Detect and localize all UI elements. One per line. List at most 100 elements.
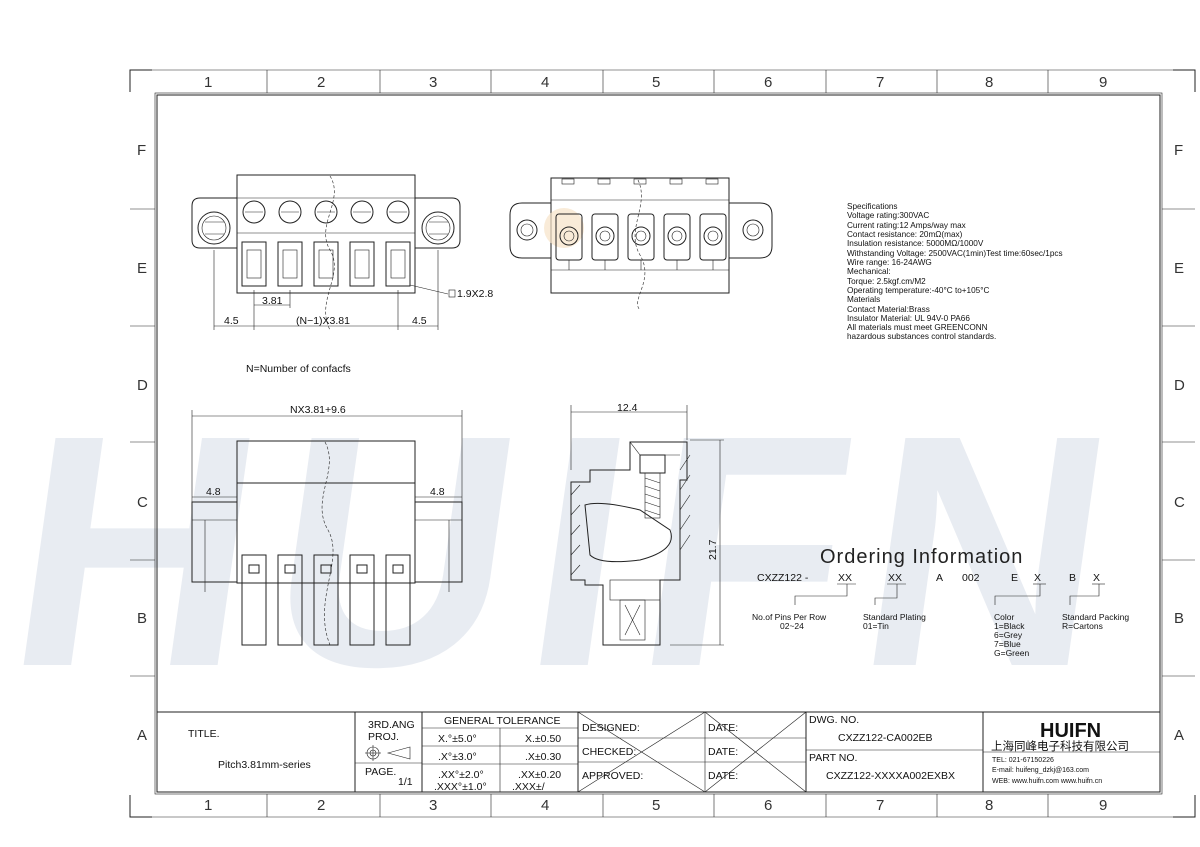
spec-line-12: Insulator Material: UL 94V-0 PA66: [847, 314, 970, 323]
ordering-title: Ordering Information: [820, 546, 1023, 568]
zone-col-9-bottom: 9: [1099, 797, 1107, 814]
spec-line-14: hazardous substances control standards.: [847, 332, 996, 341]
page-value: 1/1: [398, 776, 413, 788]
spec-line-1: Voltage rating:300VAC: [847, 211, 929, 220]
front-screw-heads: [242, 200, 410, 224]
tolerance-angle-1: .X°±3.0°: [438, 751, 477, 763]
spec-line-9: Operating temperature:-40°C to+105°C: [847, 286, 989, 295]
ordering-color-4: G=Green: [994, 648, 1029, 658]
dim-flange-right: 4.8: [430, 486, 445, 498]
spec-line-6: Wire range: 16-24AWG: [847, 258, 932, 267]
ordering-pins-label: No.of Pins Per Row: [752, 612, 827, 622]
ordering-prefix: CXZZ122 -: [757, 572, 809, 584]
dim-pitch: 3.81: [262, 295, 283, 307]
ordering-packing-label: Standard Packing: [1062, 612, 1129, 622]
dwg-no-value: CXZZ122-CA002EB: [838, 732, 933, 744]
checked-date-label: DATE:: [708, 746, 738, 758]
dwg-no-label: DWG. NO.: [809, 714, 859, 726]
zone-col-1-top: 1: [204, 74, 212, 91]
zone-col-3-bottom: 3: [429, 797, 437, 814]
ordering-color-code: X: [1034, 572, 1041, 584]
zone-col-2-top: 2: [317, 74, 325, 91]
top-view: [509, 177, 773, 311]
ordering-e: E: [1011, 572, 1018, 584]
spec-line-11: Contact Material:Brass: [847, 305, 930, 314]
spec-line-0: Specifications: [847, 202, 898, 211]
ordering-color-2: 6=Grey: [994, 630, 1023, 640]
tolerance-linear-2: .XX±0.20: [518, 769, 561, 781]
zone-row-c-left: C: [137, 494, 148, 511]
zone-row-b-right: B: [1174, 610, 1184, 627]
projection-symbol-icon: [365, 745, 411, 761]
top-terminals: [555, 213, 727, 261]
ordering-plating-code: XX: [888, 572, 902, 584]
page-label: PAGE.: [365, 766, 396, 778]
zone-row-e-left: E: [137, 260, 147, 277]
ordering-info: Ordering Information CXZZ122 - XX XX A 0…: [752, 546, 1129, 658]
zone-row-d-right: D: [1174, 377, 1185, 394]
zone-col-6-top: 6: [764, 74, 772, 91]
tolerance-linear-1: .X±0.30: [525, 751, 561, 763]
side-section-view: [570, 405, 724, 646]
dim-span: (N−1)X3.81: [296, 315, 350, 327]
approved-label: APPROVED:: [582, 770, 643, 782]
zone-row-a-right: A: [1174, 727, 1184, 744]
title-block: [157, 711, 1160, 793]
spec-line-5: Withstanding Voltage: 2500VAC(1min)Test …: [847, 249, 1063, 258]
tolerance-linear-3: .XXX±/: [512, 781, 545, 793]
front-wire-entries: [241, 241, 411, 287]
checked-label: CHECKED:: [582, 746, 636, 758]
company-email: E-mail: huifeng_dzkj@163.com: [992, 767, 1089, 774]
specifications-block: Specifications Voltage rating:300VAC Cur…: [847, 202, 1063, 341]
title-label: TITLE.: [188, 728, 220, 740]
zone-col-7-bottom: 7: [876, 797, 884, 814]
zone-row-d-left: D: [137, 377, 148, 394]
tolerance-angle-2: .XX°±2.0°: [438, 769, 484, 781]
zone-col-9-top: 9: [1099, 74, 1107, 91]
ordering-plating-label: Standard Plating: [863, 612, 926, 622]
sheet-border: [129, 69, 1196, 818]
ordering-plating-value: 01=Tin: [863, 621, 889, 631]
ordering-pins-code: XX: [838, 572, 852, 584]
ordering-a: A: [936, 572, 943, 584]
designed-date-label: DATE:: [708, 722, 738, 734]
zone-row-f-left: F: [137, 142, 146, 159]
spec-line-3: Contact resistance: 20mΩ(max): [847, 230, 963, 239]
tolerance-linear-0: X.±0.50: [525, 733, 561, 745]
projection-label-2: PROJ.: [368, 731, 399, 743]
dim-pin-callout: 1.9X2.8: [457, 288, 493, 300]
zone-labels: 1 2 3 4 5 6 7 8 9 1 2 3 4 5 6 7 8 9 F E …: [137, 74, 1185, 814]
front-view: [191, 174, 461, 331]
zone-col-7-top: 7: [876, 74, 884, 91]
spec-line-8: Torque: 2.5kgf.cm/M2: [847, 277, 926, 286]
zone-col-6-bottom: 6: [764, 797, 772, 814]
zone-row-b-left: B: [137, 610, 147, 627]
part-no-value: CXZZ122-XXXXA002EXBX: [826, 770, 955, 782]
approved-date-label: DATE:: [708, 770, 738, 782]
spec-line-7: Mechanical:: [847, 267, 891, 276]
dim-end-right: 4.5: [412, 315, 427, 327]
ordering-num: 002: [962, 572, 980, 584]
top-pin-tabs: [561, 178, 719, 270]
zone-ticks: [130, 70, 1195, 817]
ordering-color-1: 1=Black: [994, 621, 1025, 631]
company-logo: HUIFN: [1040, 720, 1101, 742]
zone-col-4-top: 4: [541, 74, 549, 91]
zone-col-8-bottom: 8: [985, 797, 993, 814]
ordering-packing-value: R=Cartons: [1062, 621, 1103, 631]
zone-col-1-bottom: 1: [204, 797, 212, 814]
company-name: 上海同峰电子科技有限公司: [991, 739, 1129, 753]
designed-label: DESIGNED:: [582, 722, 640, 734]
ordering-color-label: Color: [994, 612, 1014, 622]
projection-label: 3RD.ANG: [368, 719, 415, 731]
ordering-color-3: 7=Blue: [994, 639, 1021, 649]
zone-col-3-top: 3: [429, 74, 437, 91]
dim-overall-width: NX3.81+9.6: [290, 404, 346, 416]
zone-col-8-top: 8: [985, 74, 993, 91]
zone-row-f-right: F: [1174, 142, 1183, 159]
ordering-pins-range: 02~24: [780, 621, 804, 631]
zone-col-2-bottom: 2: [317, 797, 325, 814]
spec-line-10: Materials: [847, 295, 880, 304]
title-value: Pitch3.81mm-series: [218, 759, 311, 771]
